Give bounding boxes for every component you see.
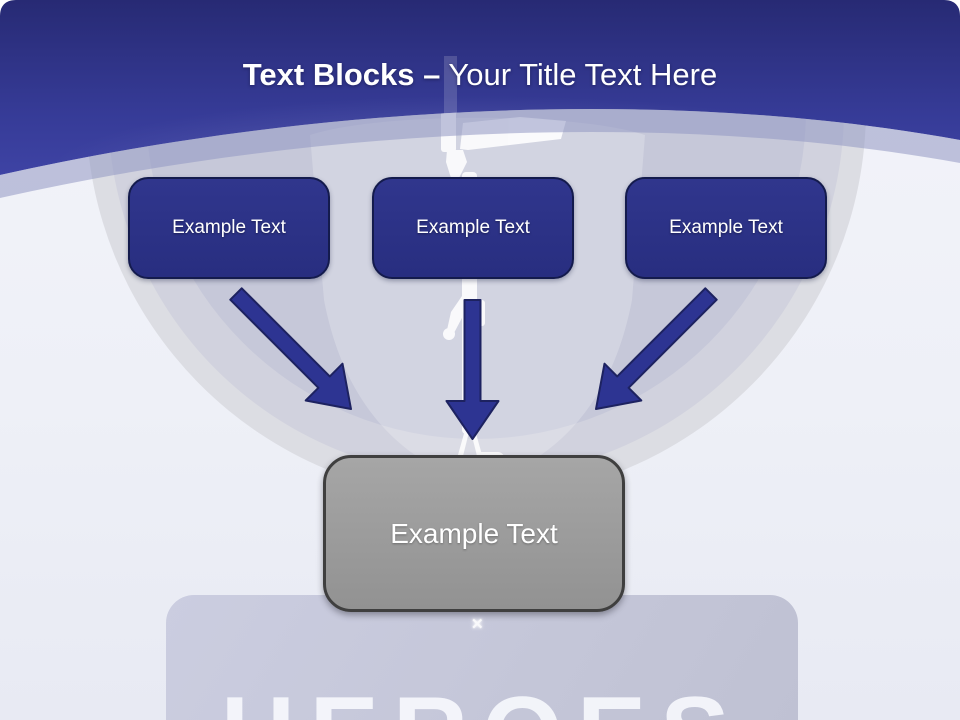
text-block-2-label: Example Text (416, 217, 530, 238)
sparkle-icon: ✕ (471, 616, 484, 633)
heroes-panel: HEROES (166, 595, 798, 720)
arrow-right-icon[interactable] (595, 287, 718, 410)
header-glow (0, 0, 960, 175)
text-block-1-label: Example Text (172, 217, 286, 238)
header-curve-band (0, 108, 960, 198)
text-block-3-label: Example Text (669, 217, 783, 238)
result-block[interactable]: Example Text (323, 455, 625, 612)
text-block-1[interactable]: Example Text (128, 177, 330, 279)
slide-title[interactable]: Text Blocks –Your Title Text Here (0, 52, 960, 98)
heroes-watermark-text: HEROES (166, 682, 798, 720)
title-bold-part: Text Blocks – (242, 57, 441, 92)
result-block-label: Example Text (390, 517, 558, 549)
text-block-3[interactable]: Example Text (625, 177, 827, 279)
arrow-left-icon[interactable] (229, 287, 352, 410)
text-block-2[interactable]: Example Text (372, 177, 574, 279)
rifle-faint-strip (444, 56, 457, 114)
arrow-middle-icon[interactable] (445, 299, 500, 440)
title-regular-part: Your Title Text Here (448, 57, 718, 92)
